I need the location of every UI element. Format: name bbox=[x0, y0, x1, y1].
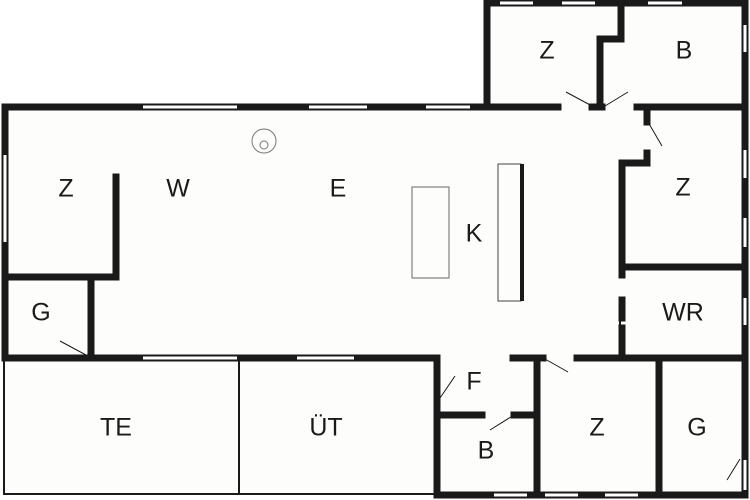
room-label-bedroom-east: Z bbox=[675, 174, 690, 202]
room-label-hall: F bbox=[466, 368, 481, 396]
room-label-bedroom-west: Z bbox=[58, 175, 73, 203]
room-label-living: W bbox=[166, 175, 190, 203]
room-label-wc-east: G bbox=[687, 414, 706, 442]
room-label-bedroom-south: Z bbox=[589, 414, 604, 442]
room-label-wc-west: G bbox=[31, 299, 50, 327]
room-label-bathroom-north: B bbox=[676, 37, 693, 65]
windows bbox=[3, 1, 747, 497]
floor-areas bbox=[3, 3, 745, 495]
room-label-terrace: TE bbox=[100, 414, 132, 442]
doors bbox=[59, 91, 741, 481]
kitchen-fixtures bbox=[411, 163, 524, 302]
interior-walls bbox=[3, 2, 747, 497]
room-label-dining: E bbox=[330, 175, 347, 203]
room-label-bathroom-south: B bbox=[478, 437, 495, 465]
room-label-bedroom-north: Z bbox=[539, 37, 554, 65]
room-labels: Z W E K Z B Z WR G TE ÜT F B Z G bbox=[31, 37, 706, 465]
room-label-utility: WR bbox=[662, 299, 704, 327]
room-label-kitchen: K bbox=[466, 220, 483, 248]
kitchen-island bbox=[411, 186, 450, 279]
stove-icon bbox=[251, 128, 277, 154]
room-label-outdoor-terrace: ÜT bbox=[309, 414, 342, 442]
